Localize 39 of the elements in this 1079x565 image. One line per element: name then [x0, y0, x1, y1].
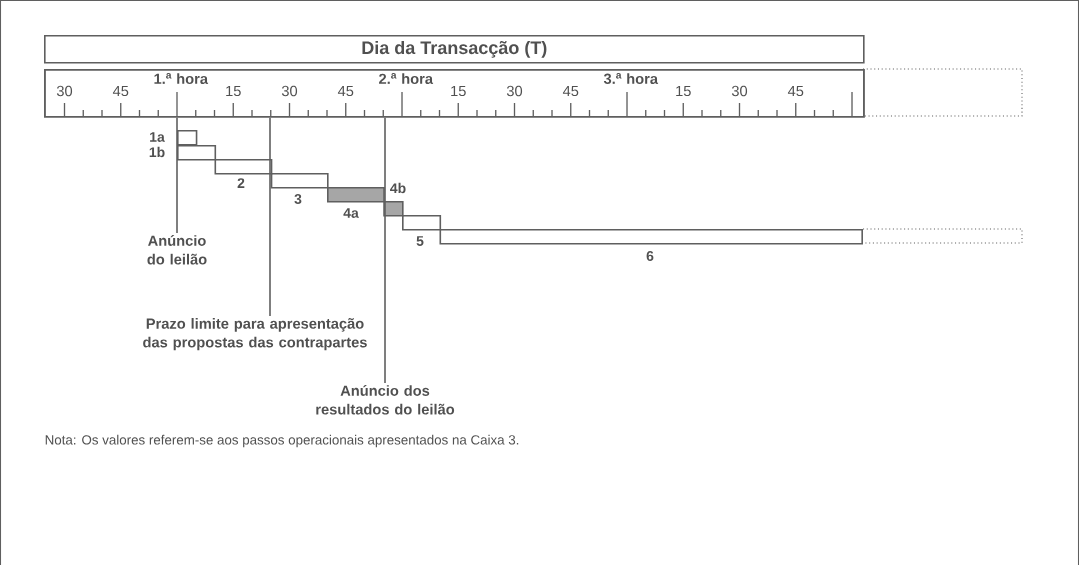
step-bar: [177, 145, 217, 161]
step-number: 2: [237, 178, 245, 188]
step-number: 6: [646, 251, 654, 261]
tick-label: 15: [451, 85, 466, 97]
leader-line: [176, 117, 178, 234]
time-ruler: [44, 68, 1023, 118]
event-label: Anúncio dos resultados do leilão: [316, 385, 455, 415]
tick-label: 30: [731, 85, 748, 97]
step-number: 1a: [150, 132, 165, 142]
hour-label: 3.$^{a}$ hora: [603, 73, 659, 84]
leader-line: [384, 117, 386, 384]
tick-label: 30: [56, 85, 73, 97]
title-bar: Dia da Transacção (T): [44, 35, 865, 64]
step-bar: [177, 130, 198, 146]
step-number: 4b: [390, 182, 406, 194]
tick-label: 15: [226, 85, 241, 97]
tick-label: 45: [337, 85, 354, 97]
step-bar: [402, 215, 442, 231]
step-number: 1b: [149, 146, 165, 158]
step-number: 3: [294, 194, 302, 204]
tick-label: 45: [562, 85, 579, 97]
tick-label: 30: [281, 85, 298, 97]
step-bar: [327, 187, 385, 203]
step-bar: [214, 159, 273, 175]
step-bar: [439, 228, 1023, 245]
event-label: Prazo limite para apresentação das propostas das contrapartes: [143, 318, 367, 351]
event-label: Anúncio do leilão: [147, 235, 207, 265]
step-bar: [383, 201, 404, 217]
hour-label: 2.$^{a}$ hora: [379, 73, 434, 84]
tick-label: 45: [787, 85, 804, 97]
step-number: 4a: [343, 208, 359, 218]
tick-label: 45: [112, 85, 129, 97]
hour-label: 1.$^{a}$ hora: [154, 73, 209, 84]
note: Nota: Os valores referem-se aos passos operacionais apresentados na Caixa 3.: [45, 434, 519, 448]
step-bar: [270, 173, 329, 189]
tick-label: 15: [676, 85, 691, 97]
tick-label: 30: [506, 85, 523, 97]
leader-line: [269, 117, 271, 317]
step-number: 5: [416, 236, 424, 246]
